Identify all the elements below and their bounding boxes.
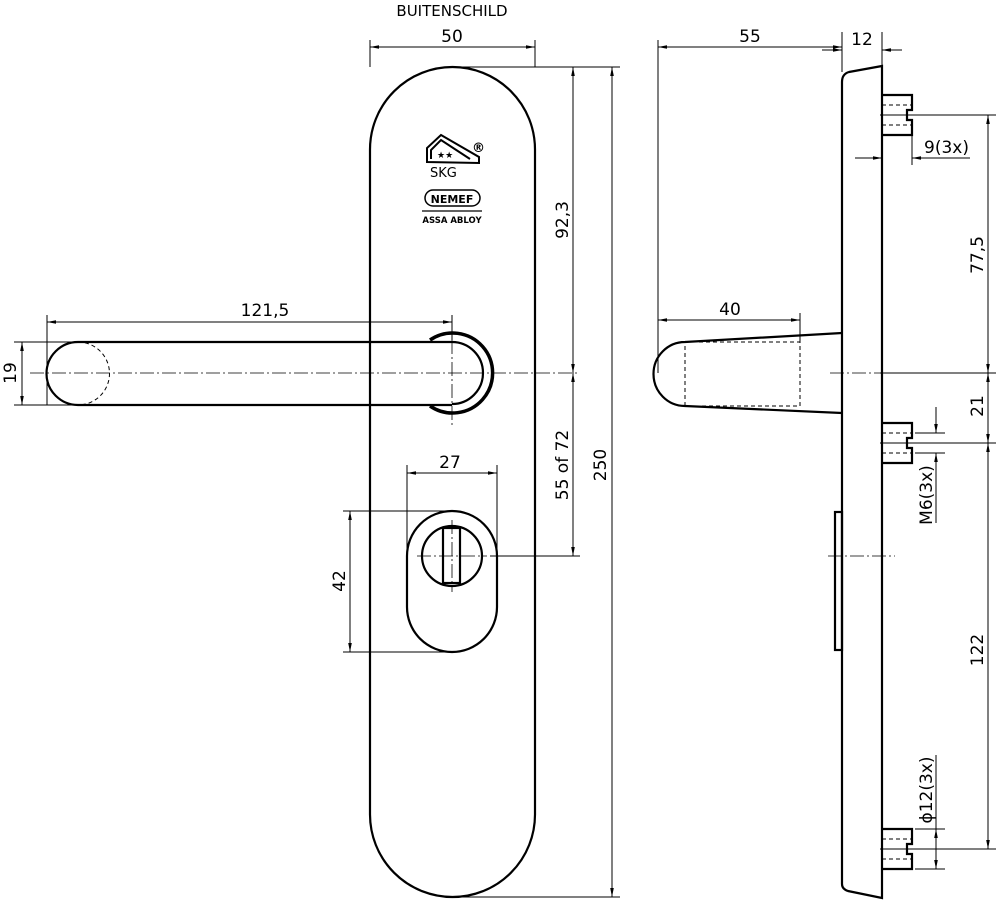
drawing-title: BUITENSCHILD [396,2,507,20]
handle-end-hidden [77,341,110,406]
handle-profile [652,331,843,415]
plate-profile [840,64,884,900]
dim-cylinder-width: 27 [439,453,461,473]
dim-cylinder-height: 42 [330,570,350,592]
dim-handle-to-cylinder: 55 of 72 [553,430,573,500]
dim-projection: 55 [739,27,761,47]
logo-assa-abloy: ASSA ABLOY [422,216,482,226]
logo: ★★ ® SKG NEMEF ASSA ABLOY [422,133,485,226]
dim-plate-height: 250 [591,449,611,481]
dim-handle-neck: 40 [719,300,741,320]
dim-plate-thickness: 12 [851,30,873,50]
logo-nemef: NEMEF [431,193,474,206]
dim-boss-diameter: ϕ12(3x) [917,757,937,824]
dim-plate-width: 50 [441,27,463,47]
nemef-badge [424,189,481,207]
handle-lever [45,340,452,407]
dim-thread: M6(3x) [917,465,937,525]
dim-handle-length: 121,5 [241,301,290,321]
spindle-profile [833,510,844,652]
skg-roof-icon [426,133,480,165]
dim-top-to-handle: 92,3 [553,201,573,239]
logo-registered: ® [472,141,485,156]
dim-mid-to-bottom-boss: 122 [968,634,988,666]
dim-handle-to-mid-boss: 21 [968,395,988,417]
dim-top-boss-to-handle: 77,5 [968,236,988,274]
escutcheon-plate [368,65,537,899]
dim-boss-length: 9(3x) [924,138,969,158]
logo-skg: SKG [430,166,457,181]
dim-handle-diameter: 19 [1,362,21,384]
side-view: 55 12 9(3x) 77,5 21 122 40 M6(3x) ϕ12(3x… [652,27,996,900]
front-view: ★★ ® SKG NEMEF ASSA ABLOY 50 9 [1,27,620,899]
cylinder-slot [441,526,462,585]
handle-hidden-core [684,341,801,407]
skg-stars-icon: ★★ [437,151,453,161]
